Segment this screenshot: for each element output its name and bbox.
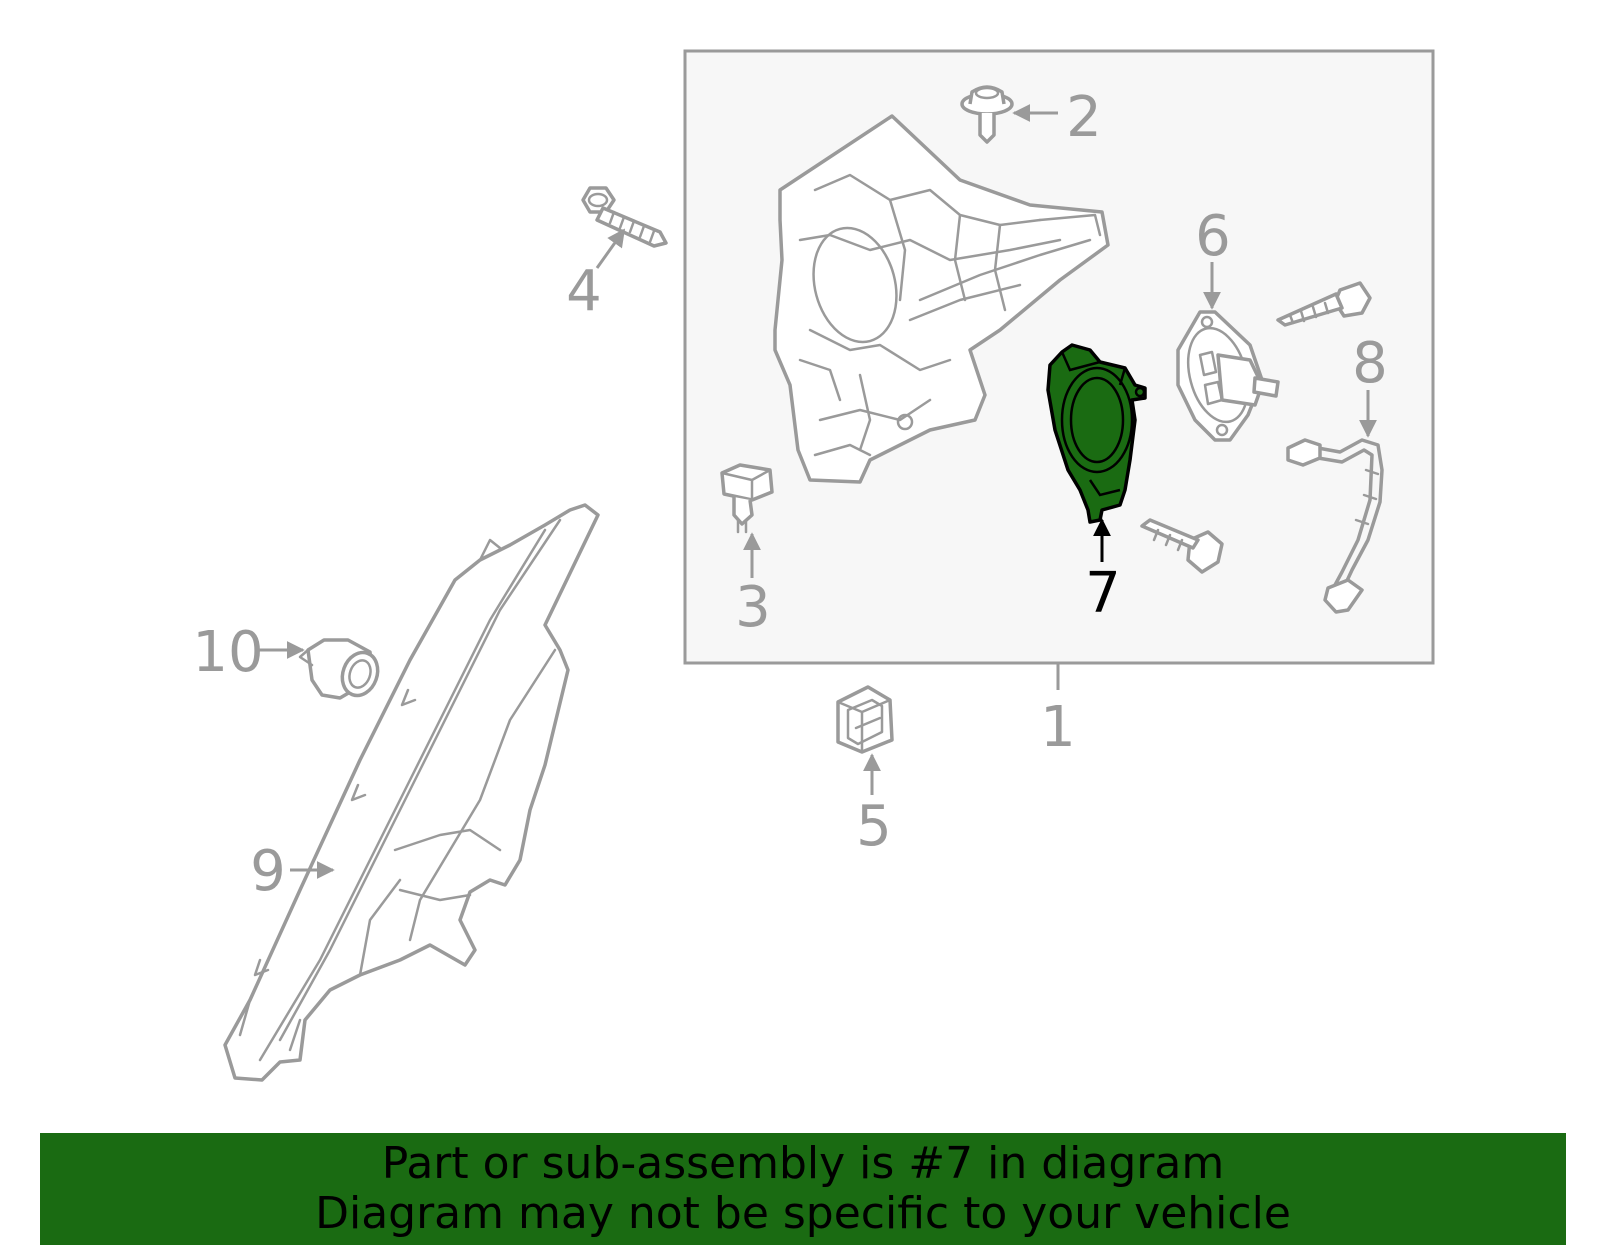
part-8-wire-harness [1286, 438, 1384, 614]
part-10-push-pin [298, 638, 380, 700]
callout-1: 1 [1040, 695, 1076, 760]
banner-line-2: Diagram may not be specific to your vehi… [315, 1188, 1291, 1239]
callout-8: 8 [1352, 331, 1388, 396]
callout-10: 10 [192, 620, 263, 685]
callout-5: 5 [856, 794, 892, 859]
part-6-speaker [1176, 310, 1280, 442]
callout-3: 3 [735, 575, 771, 640]
banner-line-1: Part or sub-assembly is #7 in diagram [381, 1138, 1225, 1189]
part-5-clip [836, 685, 894, 754]
callout-2: 2 [1066, 85, 1102, 150]
part-4-bolt [581, 186, 668, 248]
screw-lower [1140, 518, 1224, 574]
part-3-retainer [720, 463, 774, 534]
part-9-trim-panel [223, 503, 600, 1082]
callout-6: 6 [1195, 204, 1231, 269]
part-1-bracket [773, 114, 1110, 484]
callout-4: 4 [566, 259, 602, 324]
info-banner: Part or sub-assembly is #7 in diagram Di… [40, 1133, 1566, 1245]
callout-arrows [258, 104, 1377, 879]
callout-7-highlighted: 7 [1085, 561, 1121, 626]
part-2-clip [960, 85, 1014, 144]
part-7-speaker-bracket-highlighted [1046, 343, 1147, 524]
screw-upper [1276, 281, 1372, 327]
callout-9: 9 [250, 839, 286, 904]
